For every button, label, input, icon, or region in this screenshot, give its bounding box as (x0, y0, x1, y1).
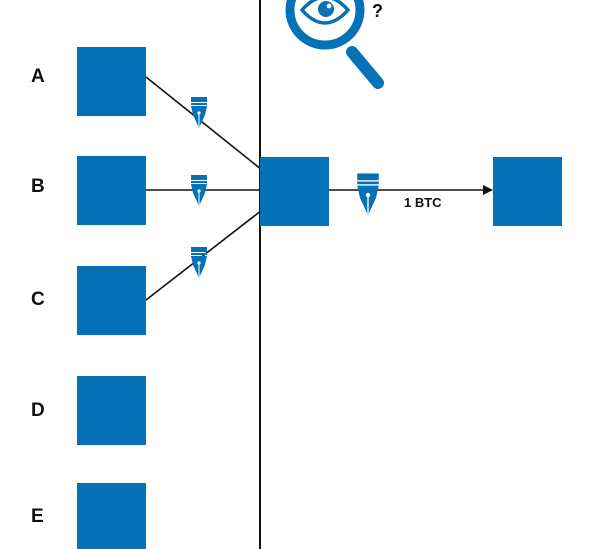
input-label-c: C (31, 289, 45, 310)
output-box (493, 157, 562, 226)
observer-question-mark: ? (372, 1, 383, 21)
input-box-d (77, 376, 146, 445)
input-box-b (77, 156, 146, 225)
connector-a (145, 76, 263, 171)
pen-nib-icon (190, 246, 208, 279)
transaction-box (260, 157, 329, 226)
output-amount-label: 1 BTC (404, 195, 442, 210)
pen-nib-icon (190, 174, 208, 207)
input-box-e (77, 483, 146, 549)
input-label-d: D (31, 400, 45, 421)
input-label-e: E (31, 506, 44, 527)
input-box-c (77, 266, 146, 335)
pen-nib-icon (356, 172, 380, 216)
input-label-a: A (31, 66, 45, 87)
input-label-b: B (31, 176, 45, 197)
input-box-a (77, 47, 146, 116)
magnifier-eye-icon (285, 0, 384, 89)
